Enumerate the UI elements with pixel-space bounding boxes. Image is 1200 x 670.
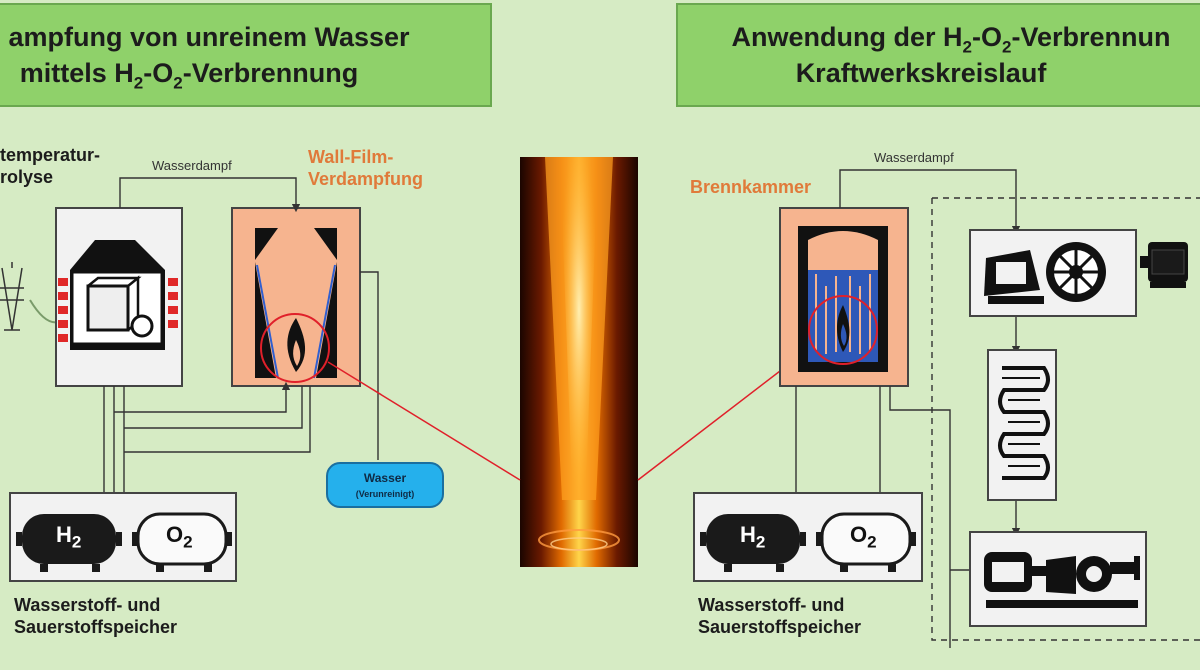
h2-label-right: H2 — [740, 522, 766, 552]
heat-exchanger-icon — [998, 366, 1050, 480]
o2-tank-left-icon — [132, 512, 232, 572]
header-left-line2: mittels H2-O2-Verbrennung — [19, 58, 359, 93]
pump-icon — [984, 552, 1140, 608]
header-right-line1: Anwendung der H2-O2-Verbrennun — [731, 22, 1171, 57]
header-right: Anwendung der H2-O2-Verbrennun Kraftwerk… — [676, 3, 1200, 107]
steam-label-right: Wasserdampf — [874, 150, 954, 165]
storage-label-right: Wasserstoff- und Sauerstoffspeicher — [698, 595, 862, 637]
evaporation-label: Wall-Film- Verdampfung — [308, 147, 424, 189]
combustion-chamber-label: Brennkammer — [690, 177, 812, 197]
header-right-line2: Kraftwerkskreislauf — [795, 58, 1047, 88]
o2-label-left: O2 — [166, 522, 193, 552]
flame-icon-right — [836, 305, 850, 352]
power-pylon-icon — [0, 262, 24, 331]
electrolysis-label: temperatur- rolyse — [0, 145, 101, 187]
storage-label-left: Wasserstoff- und Sauerstoffspeicher — [14, 595, 178, 637]
connector-left — [327, 361, 521, 481]
left-pipes — [103, 177, 379, 492]
flame-icon — [287, 318, 306, 372]
turbine-icon — [984, 242, 1106, 304]
header-left-line1: ampfung von unreinem Wasser — [8, 22, 410, 52]
power-cycle-boundary — [931, 198, 1200, 641]
right-pipes — [795, 169, 1021, 648]
wall-film-evaporator — [231, 207, 361, 387]
water-impure-tag: Wasser (Verunreinigt) — [326, 462, 444, 508]
h2-tank-right-icon — [700, 514, 806, 572]
o2-tank-right-icon — [816, 512, 916, 572]
electrolyzer-icon — [58, 240, 178, 350]
flame-highlight-left — [260, 313, 330, 383]
generator-icon — [1140, 242, 1188, 288]
flame-highlight-right — [808, 295, 878, 365]
header-left: ampfung von unreinem Wasser mittels H2-O… — [0, 3, 492, 107]
o2-label-right: O2 — [850, 522, 877, 552]
h2-label-left: H2 — [56, 522, 82, 552]
h2-tank-left-icon — [16, 514, 122, 572]
steam-label-left: Wasserdampf — [152, 158, 232, 173]
